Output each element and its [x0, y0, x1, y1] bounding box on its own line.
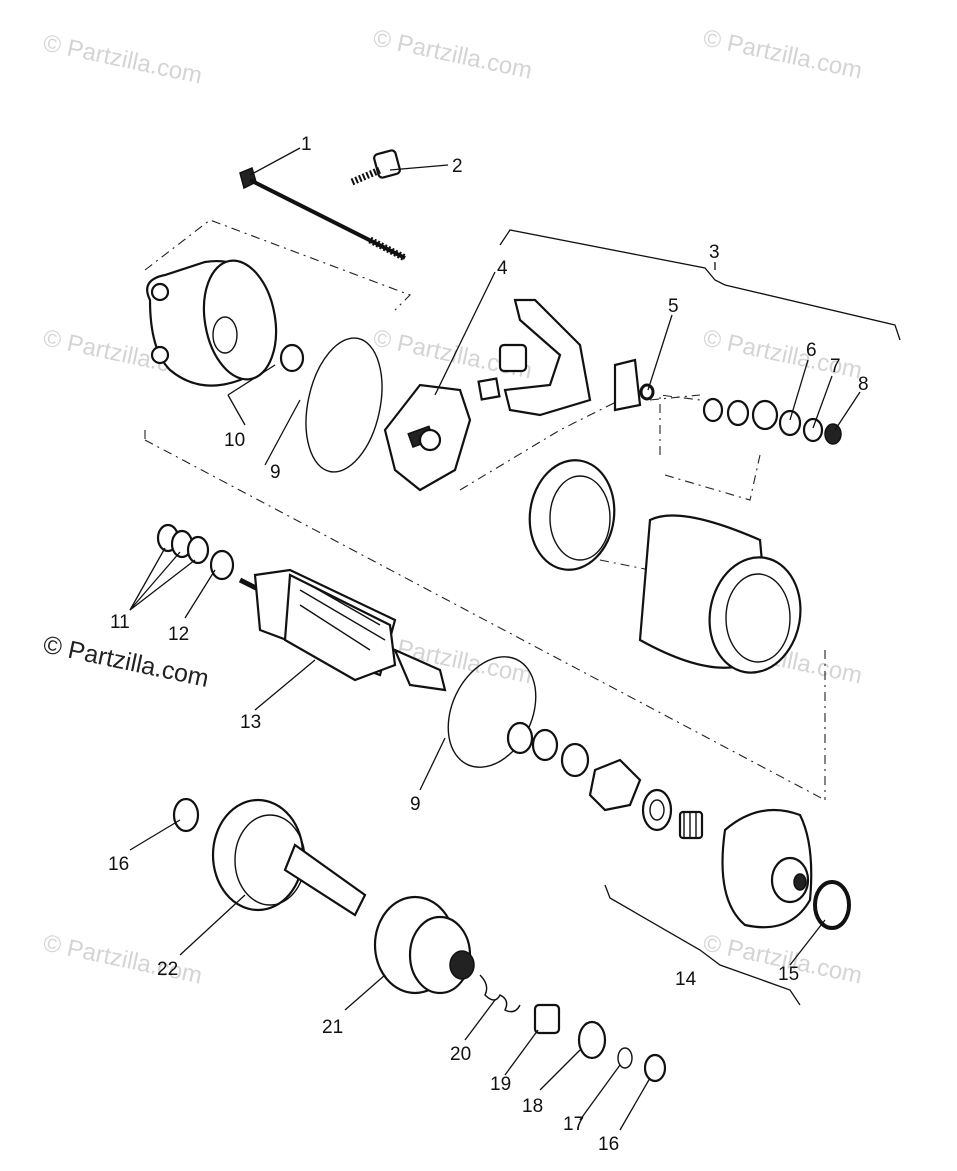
part-13-armature — [238, 568, 447, 692]
callout-9-lower: 9 — [410, 794, 421, 815]
part-9-o-ring-upper — [305, 337, 383, 473]
part-12-washer — [209, 549, 235, 581]
part-21-pinion — [373, 895, 475, 995]
callout-9-upper: 9 — [270, 462, 281, 483]
part-17-snap-ring — [617, 1047, 633, 1069]
front-washers — [506, 721, 590, 778]
callout-20: 20 — [450, 1044, 471, 1065]
part-18-stopper — [577, 1020, 607, 1060]
bearing — [641, 788, 673, 832]
part-19-collar — [533, 1003, 561, 1035]
callout-16-upper: 16 — [108, 854, 129, 875]
callout-1: 1 — [301, 134, 312, 155]
callout-6: 6 — [806, 340, 817, 361]
callout-2: 2 — [452, 156, 463, 177]
callout-labels: 1 2 3 4 5 6 7 8 9 10 11 12 13 9 16 22 21… — [108, 134, 869, 1155]
callout-7: 7 — [830, 356, 841, 377]
callout-18: 18 — [522, 1096, 543, 1117]
part-15-o-ring — [813, 880, 851, 930]
callout-21: 21 — [322, 1017, 343, 1038]
needle-bearing — [678, 810, 704, 840]
leader-lines — [129, 147, 861, 1131]
part-3-brush-holder — [477, 298, 642, 417]
callout-13: 13 — [240, 712, 261, 733]
part-22-clutch-gear — [211, 798, 367, 917]
callout-11: 11 — [110, 612, 130, 633]
part-4-brush-plate — [383, 383, 472, 492]
watermark: © Partzilla.com — [701, 24, 865, 84]
callout-22: 22 — [157, 959, 178, 980]
part-14-front-housing — [721, 808, 813, 929]
part-16-washer-lower — [643, 1053, 667, 1083]
part-20-spring — [479, 974, 521, 1013]
group-brackets — [499, 229, 901, 1006]
callout-17: 17 — [563, 1114, 584, 1135]
watermark: © Partzilla.com — [41, 929, 205, 989]
parts-6-8-washers — [702, 397, 842, 445]
callout-14: 14 — [675, 969, 697, 990]
part-10-rear-cover — [146, 259, 305, 387]
brush-holder-ring — [528, 459, 616, 571]
callout-3: 3 — [709, 242, 720, 263]
part-11-shims — [156, 523, 210, 565]
callout-10: 10 — [224, 430, 245, 451]
watermark: © Partzilla.com — [371, 24, 535, 84]
callout-19: 19 — [490, 1074, 511, 1095]
part-2-screw — [350, 149, 401, 186]
part-5-o-ring — [639, 383, 655, 401]
callout-12: 12 — [168, 624, 189, 645]
callout-15: 15 — [778, 964, 799, 985]
part-16-washer-upper — [172, 797, 200, 833]
retainer-plate — [588, 758, 642, 812]
yoke-housing — [638, 514, 802, 674]
watermark: © Partzilla.com — [41, 29, 205, 89]
callout-16-lower: 16 — [598, 1134, 619, 1155]
callout-8: 8 — [858, 374, 869, 395]
part-1-through-bolt — [239, 166, 407, 262]
callout-5: 5 — [668, 296, 679, 317]
callout-4: 4 — [497, 258, 508, 279]
